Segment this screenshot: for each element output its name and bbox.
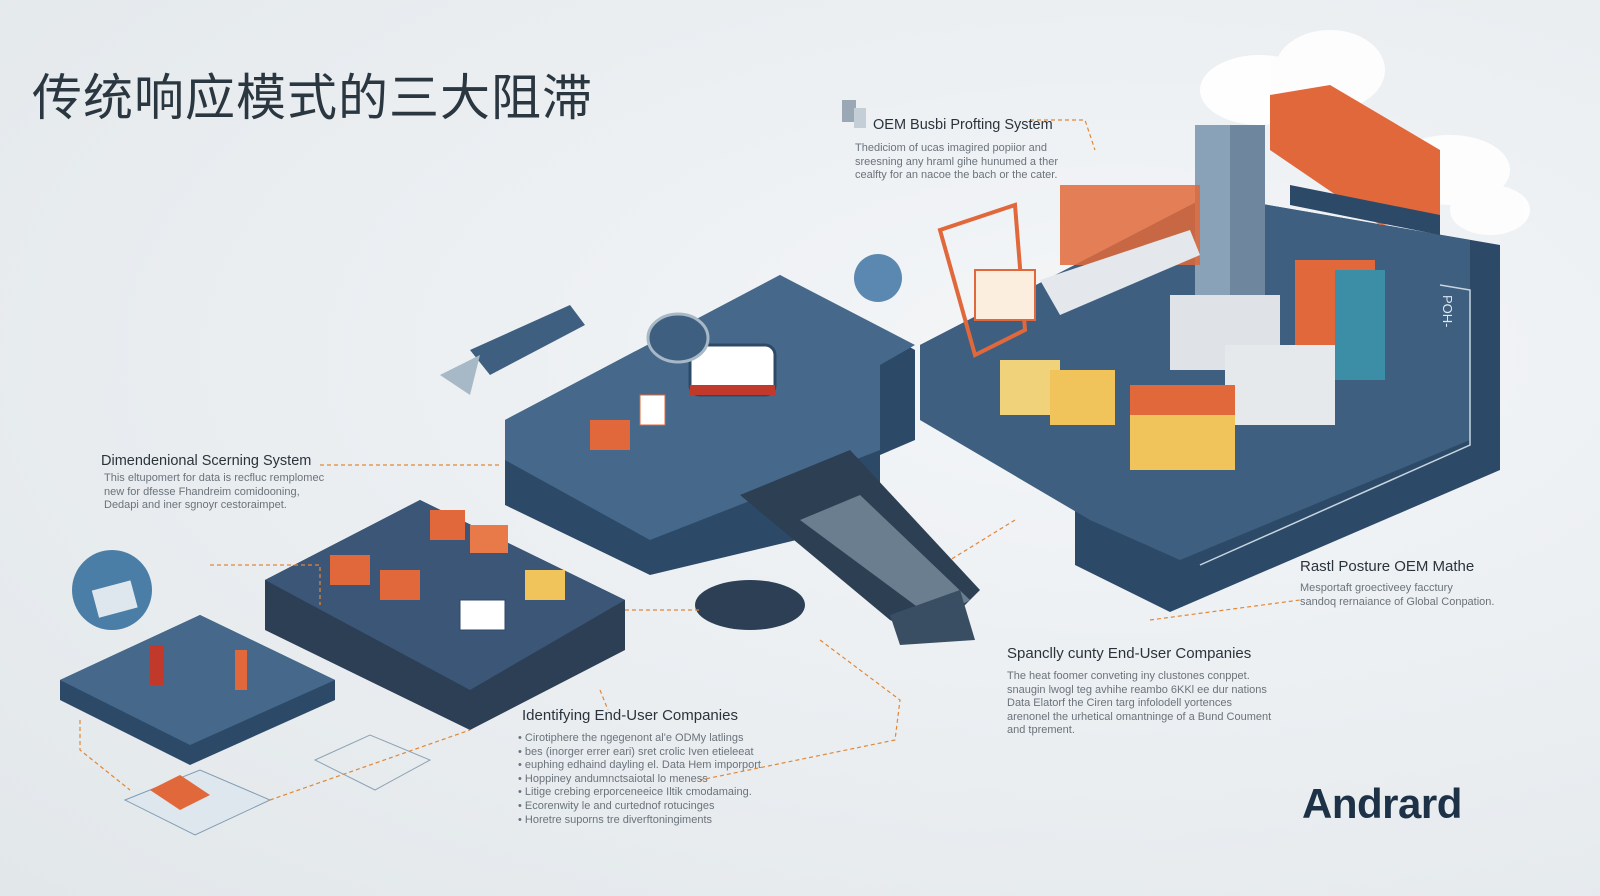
left-platform xyxy=(60,615,335,765)
body-line: sreesning any hraml gihe hunumed a ther xyxy=(855,155,1059,168)
bullet: Cirotiphere the ngegenont al'e ODMy latl… xyxy=(524,732,744,744)
connector-lines xyxy=(79,119,1301,801)
body-line: new for dfesse Fhandreim comidooning, xyxy=(104,485,300,498)
bullet: Horetre suporns tre diverftoningiments xyxy=(524,813,713,826)
brand-logo: Andrard xyxy=(1302,780,1462,827)
central-equipment xyxy=(440,305,805,630)
body-line: sandoq rernaiance of Global Conpation. xyxy=(1300,595,1495,608)
body-line: Mesportaft groectiveey facctury xyxy=(1300,582,1453,594)
body-line: This eltupomert for data is recfluc remp… xyxy=(104,472,325,484)
spancly-callout-body: The heat foomer conveting iny clustones … xyxy=(1007,670,1271,738)
spancly-callout-title: Spanclly cunty End-User Companies xyxy=(1007,645,1252,662)
oem-callout-title: OEM Busbi Profting System xyxy=(873,117,1053,133)
bullet: Litige crebing erporceneeice Iltik cmoda… xyxy=(524,786,752,799)
boxes xyxy=(150,775,210,810)
dimensional-callout-body: This eltupomert for data is recfluc remp… xyxy=(104,472,324,513)
oem-callout-body: Thediciom of ucas imagired popiior and s… xyxy=(855,142,1058,183)
body-line: and tprement. xyxy=(1007,724,1075,737)
buildings xyxy=(854,85,1440,470)
body-line: Dedapi and iner sgnoyr cestoraimpet. xyxy=(104,499,287,512)
body-line: Data Elatorf the Ciren targ infolodell y… xyxy=(1007,697,1233,710)
bullet: Ecorenwity le and curtednof rotucinges xyxy=(524,799,715,812)
rastl-callout-body: Mesportaft groectiveey facctury sandoq r… xyxy=(1300,582,1494,609)
body-line: cealfty for an nacoe the bach or the cat… xyxy=(855,169,1058,182)
identifying-callout-bullets: • Cirotiphere the ngegenont al'e ODMy la… xyxy=(518,732,761,826)
table xyxy=(695,580,805,630)
body-line: snaugin lwogl teg avhihe reambo 6KKl ee … xyxy=(1007,683,1267,696)
bullet: euphing edhaind dayling el. Data Hem imp… xyxy=(524,759,761,772)
building-sign: POH- xyxy=(1440,295,1455,328)
warehouse-platform xyxy=(265,500,625,730)
body-line: The heat foomer conveting iny clustones … xyxy=(1007,670,1250,682)
body-line: arenonel the urhetical omantninge of a B… xyxy=(1007,710,1272,723)
bullet: Hoppiney andumnctsaiotal lo meness xyxy=(524,772,708,785)
rastl-callout-title: Rastl Posture OEM Mathe xyxy=(1300,558,1475,575)
page-title: 传统响应模式的三大阻滞 xyxy=(32,69,593,127)
building-icon xyxy=(838,96,868,130)
body-line: Thediciom of ucas imagired popiior and xyxy=(855,142,1047,154)
base-pad xyxy=(123,769,272,836)
conveyor-belt xyxy=(740,450,980,645)
dimensional-callout-title: Dimendenional Scerning System xyxy=(101,453,312,469)
pallet-outline xyxy=(313,734,432,791)
identifying-callout-title: Identifying End-User Companies xyxy=(522,707,738,724)
bullet: bes (inorger errer eari) sret crolic Ive… xyxy=(524,745,754,758)
